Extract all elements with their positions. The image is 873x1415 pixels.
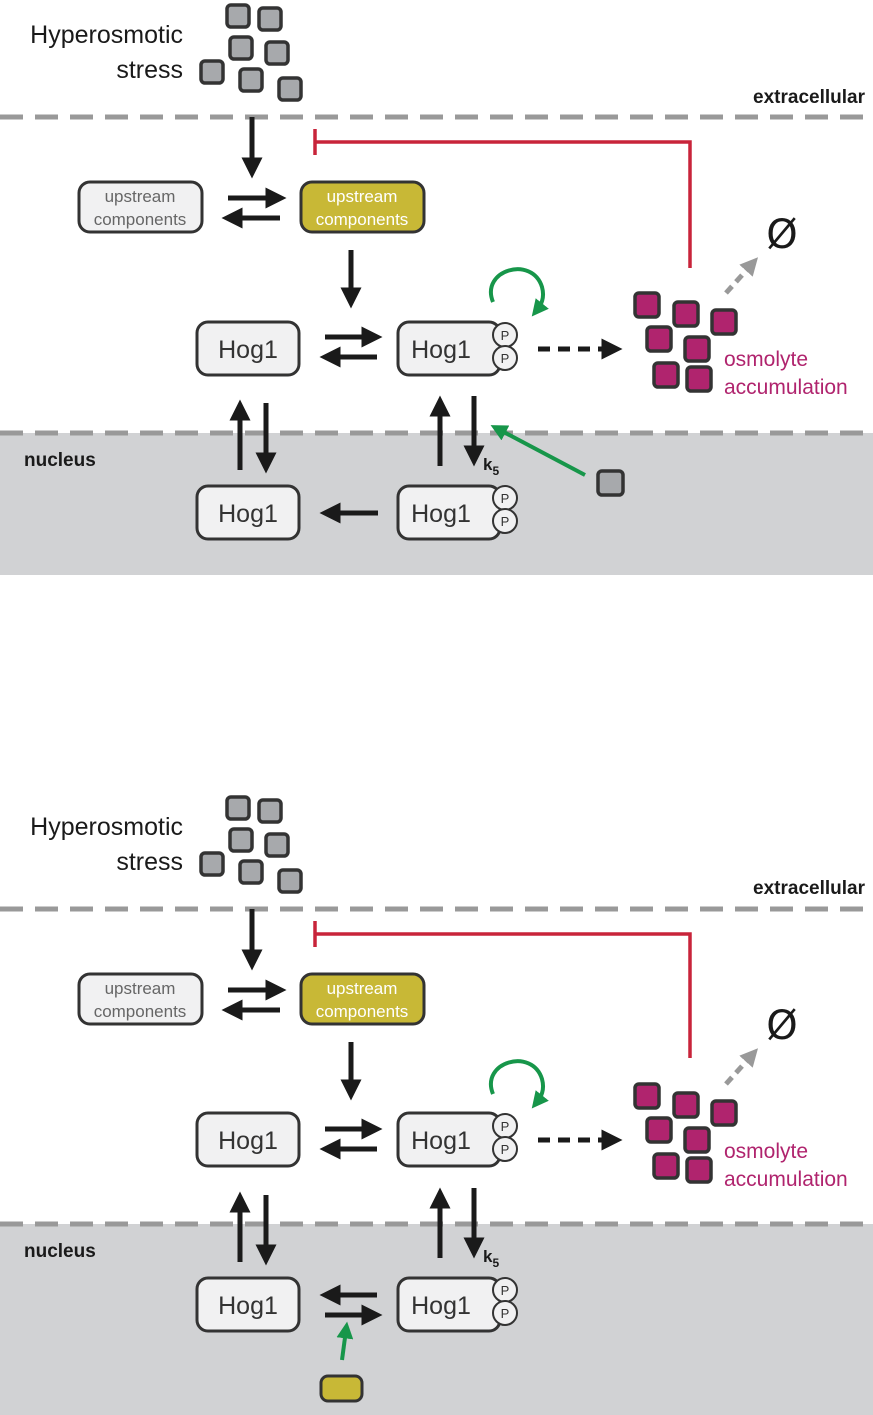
- stimulus-label-2: stress: [116, 848, 183, 876]
- inhibitor-activation-arrow: [490, 425, 586, 477]
- stimulus-label: Hyperosmotic: [30, 21, 183, 49]
- osmolyte-label-2: accumulation: [724, 1168, 848, 1191]
- upstream-inactive-box: [77, 972, 204, 1026]
- inhibition-feedback: [315, 140, 692, 268]
- svg-text:P: P: [501, 1142, 510, 1157]
- upstream-active-box: [299, 972, 426, 1026]
- hog1-nucleus-box: [195, 1276, 301, 1333]
- osmolyte-label-2: accumulation: [724, 376, 848, 399]
- hog1-pp-nucleus-label: Hog1: [411, 1292, 471, 1320]
- phospho-group-cyto: P P: [492, 1113, 518, 1162]
- positive-feedback-loop-icon: [489, 1059, 549, 1109]
- hog1-pp-cytoplasm-label: Hog1: [411, 336, 471, 364]
- svg-text:P: P: [501, 351, 510, 366]
- hog1-nucleus-box: [195, 484, 301, 541]
- upstream-inactive-box: [77, 180, 204, 234]
- svg-text:P: P: [501, 491, 510, 506]
- hog1-pp-nucleus-label: Hog1: [411, 500, 471, 528]
- upstream-active-label-2: components: [316, 210, 409, 229]
- osmolytes-icon: [633, 1082, 738, 1184]
- upstream-active-label-2: components: [316, 1002, 409, 1021]
- hog1-cytoplasm-box: [195, 1111, 301, 1168]
- inhibition-feedback: [315, 932, 692, 1058]
- svg-text:P: P: [501, 1119, 510, 1134]
- osmolytes-icon: [633, 291, 738, 393]
- stress-particles-icon: [199, 795, 303, 894]
- svg-text:P: P: [501, 1306, 510, 1321]
- upstream-active-label: upstream: [327, 979, 398, 998]
- upstream-active-label: upstream: [327, 187, 398, 206]
- hog1-nucleus-label: Hog1: [218, 500, 278, 528]
- phospho-group-nuc: P P: [492, 1277, 518, 1326]
- upstream-inactive-label: upstream: [105, 979, 176, 998]
- osmolyte-label: osmolyte: [724, 348, 808, 371]
- stimulus-label-2: stress: [116, 56, 183, 84]
- svg-text:P: P: [501, 514, 510, 529]
- rate-k5-label: k5: [483, 455, 499, 478]
- hog1-cytoplasm-label: Hog1: [218, 1127, 278, 1155]
- upstream-inactive-label-2: components: [94, 210, 187, 229]
- osmolyte-degradation-arrow: [724, 257, 759, 295]
- nuclear-factor-icon: [596, 469, 625, 497]
- osmolyte-degradation-arrow: [724, 1048, 759, 1086]
- panel-bottom: Hyperosmotic stress extracellular nucleu…: [0, 795, 873, 1415]
- svg-text:P: P: [501, 328, 510, 343]
- hog1-cytoplasm-box: [195, 320, 301, 377]
- nuclear-kinase-icon: [319, 1374, 364, 1403]
- hog1-nucleus-label: Hog1: [218, 1292, 278, 1320]
- extracellular-label: extracellular: [753, 878, 866, 899]
- osmolyte-label: osmolyte: [724, 1140, 808, 1163]
- hog1-pp-cytoplasm-label: Hog1: [411, 1127, 471, 1155]
- svg-text:P: P: [501, 1283, 510, 1298]
- stress-particles-icon: [199, 3, 303, 102]
- upstream-inactive-label-2: components: [94, 1002, 187, 1021]
- degradation-symbol: Ø: [766, 1003, 797, 1049]
- rate-k5-label: k5: [483, 1247, 499, 1270]
- phospho-group-nuc: P P: [492, 485, 518, 534]
- nucleus-label: nucleus: [24, 1241, 96, 1262]
- nucleus-label: nucleus: [24, 450, 96, 471]
- hog1-cytoplasm-label: Hog1: [218, 336, 278, 364]
- phospho-group-cyto: P P: [492, 322, 518, 371]
- upstream-active-box: [299, 180, 426, 234]
- positive-feedback-loop-icon: [489, 267, 549, 317]
- panel-top: Hyperosmotic stress extracellular nucleu…: [0, 3, 873, 575]
- upstream-inactive-label: upstream: [105, 187, 176, 206]
- nuclear-kinase-activation-arrow: [336, 1321, 354, 1361]
- extracellular-label: extracellular: [753, 87, 866, 108]
- degradation-symbol: Ø: [766, 212, 797, 258]
- stimulus-label: Hyperosmotic: [30, 813, 183, 841]
